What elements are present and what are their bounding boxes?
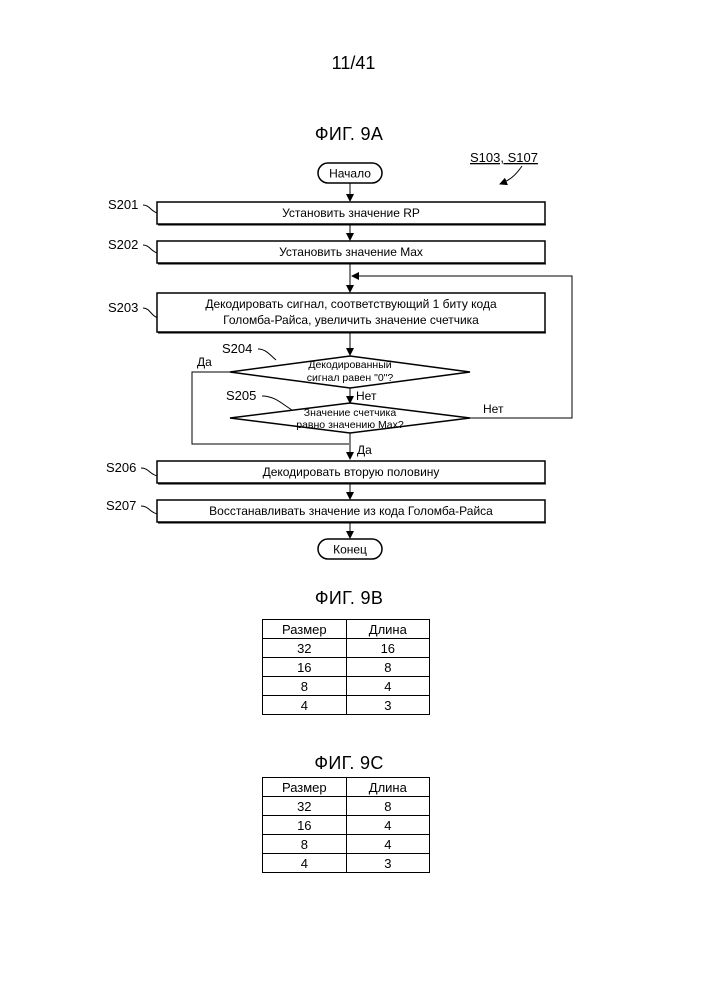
cell-size: 32 <box>263 639 347 658</box>
leader-s207 <box>141 506 158 514</box>
leader-s202 <box>143 245 158 253</box>
table-row: 4 3 <box>263 854 430 873</box>
table-row: 16 8 <box>263 658 430 677</box>
step-id-s203: S203 <box>108 300 138 315</box>
step-id-s202: S202 <box>108 237 138 252</box>
cell-length: 4 <box>346 835 429 854</box>
table-row: 8 4 <box>263 677 430 696</box>
figure-9b-title: ФИГ. 9В <box>0 588 698 609</box>
cell-length: 3 <box>346 854 429 873</box>
leader-s204 <box>258 349 276 360</box>
process-text-s203-line1: Декодировать сигнал, соответствующий 1 б… <box>205 297 497 311</box>
s205-no-label: Нет <box>483 402 504 416</box>
size-length-table-9b: Размер Длина 32 16 16 8 8 4 4 3 <box>262 619 430 715</box>
table-row: 32 16 <box>263 639 430 658</box>
end-label: Конец <box>333 543 367 557</box>
size-length-table-9c: Размер Длина 32 8 16 4 8 4 4 3 <box>262 777 430 873</box>
cell-size: 4 <box>263 854 347 873</box>
s204-no-label: Нет <box>356 389 377 403</box>
leader-s206 <box>141 468 158 476</box>
table-header-row: Размер Длина <box>263 778 430 797</box>
step-id-s205: S205 <box>226 388 256 403</box>
leader-s205 <box>262 396 292 410</box>
column-header-length: Длина <box>346 778 429 797</box>
cell-size: 8 <box>263 677 347 696</box>
cell-size: 8 <box>263 835 347 854</box>
reference-leader-line <box>500 166 522 184</box>
column-header-size: Размер <box>263 620 347 639</box>
table-row: 16 4 <box>263 816 430 835</box>
cell-length: 3 <box>346 696 429 715</box>
cell-length: 8 <box>346 658 429 677</box>
cell-size: 16 <box>263 816 347 835</box>
cell-length: 16 <box>346 639 429 658</box>
s204-yes-label: Да <box>197 355 212 369</box>
figure-9c-title: ФИГ. 9С <box>0 753 698 774</box>
step-id-s206: S206 <box>106 460 136 475</box>
process-text-s201: Установить значение RP <box>282 206 420 220</box>
table-row: 8 4 <box>263 835 430 854</box>
leader-s203 <box>143 308 158 318</box>
table-row: 4 3 <box>263 696 430 715</box>
decision-text-s205-line1: Значение счетчика <box>304 407 397 419</box>
step-id-s204: S204 <box>222 341 252 356</box>
cell-length: 4 <box>346 677 429 696</box>
process-text-s207: Восстанавливать значение из кода Голомба… <box>209 504 493 518</box>
cell-length: 8 <box>346 797 429 816</box>
column-header-length: Длина <box>346 620 429 639</box>
process-text-s202: Установить значение Max <box>279 245 423 259</box>
step-id-s207: S207 <box>106 498 136 513</box>
cell-length: 4 <box>346 816 429 835</box>
reference-label: S103, S107 <box>470 150 538 165</box>
table-row: 32 8 <box>263 797 430 816</box>
cell-size: 16 <box>263 658 347 677</box>
leader-s201 <box>143 205 158 213</box>
decision-text-s205-line2: равно значению Max? <box>296 419 404 431</box>
step-id-s201: S201 <box>108 197 138 212</box>
cell-size: 32 <box>263 797 347 816</box>
start-label: Начало <box>329 167 371 181</box>
process-text-s206: Декодировать вторую половину <box>263 465 440 479</box>
s205-yes-label: Да <box>357 443 372 457</box>
table-header-row: Размер Длина <box>263 620 430 639</box>
cell-size: 4 <box>263 696 347 715</box>
column-header-size: Размер <box>263 778 347 797</box>
decision-text-s204-line2: сигнал равен "0"? <box>307 372 394 384</box>
decision-text-s204-line1: Декодированный <box>308 359 391 371</box>
process-text-s203-line2: Голомба-Райса, увеличить значение счетчи… <box>223 313 479 327</box>
